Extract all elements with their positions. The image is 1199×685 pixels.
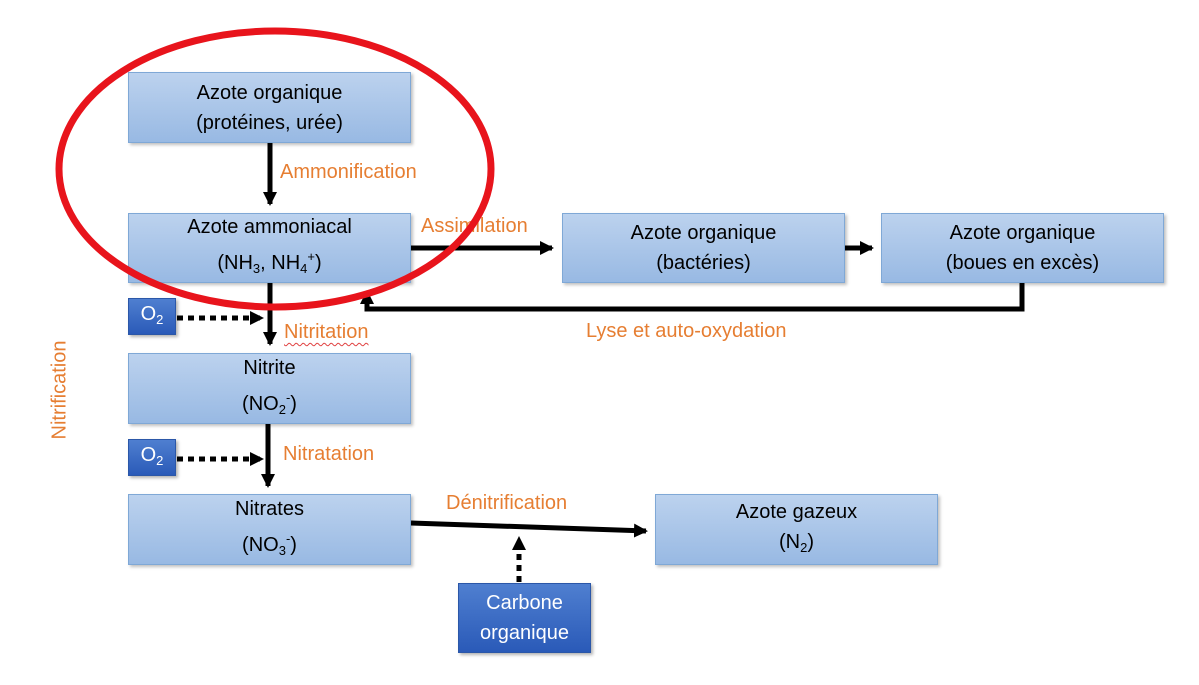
no2-subscript: 2 — [278, 401, 286, 417]
box-organic-nitrogen: Azote organique (protéines, urée) — [128, 72, 411, 143]
box-nitrates: Nitrates (NO3-) — [128, 494, 411, 565]
no3-suffix: ) — [290, 533, 297, 556]
box-bacteria-line1: Azote organique — [630, 222, 777, 244]
box-ammoniacal-nitrogen: Azote ammoniacal (NH3, NH4+) — [128, 213, 411, 283]
no3-subscript: 3 — [278, 542, 286, 558]
box-organic-nitrogen-line1: Azote organique — [196, 81, 343, 104]
box-nitrates-line1: Nitrates — [235, 497, 304, 520]
arrow-lysis — [360, 283, 1025, 312]
no2-superscript: - — [285, 389, 291, 405]
o2-1-prefix: O — [140, 302, 157, 325]
box-nitrite-line1: Nitrite — [243, 356, 296, 379]
box-organic-nitrogen-line2: (protéines, urée) — [196, 111, 343, 134]
o2-1-subscript: 2 — [156, 311, 164, 327]
nh3-prefix: (NH — [217, 252, 253, 274]
n2-subscript: 2 — [800, 539, 808, 555]
nh4-superscript: + — [307, 249, 315, 264]
box-sludge-nitrogen: Azote organique (boues en excès) — [881, 213, 1164, 283]
n2-prefix: (N — [778, 530, 801, 553]
no3-prefix: (NO — [242, 533, 279, 556]
box-sludge-line2: (boues en excès) — [945, 252, 1100, 274]
label-nitritation: Nitritation — [284, 321, 369, 343]
no3-superscript: - — [285, 530, 291, 546]
box-bacteria-nitrogen: Azote organique (bactéries) — [562, 213, 845, 283]
oxygen-1-formula: O2 — [141, 299, 164, 335]
nh4-prefix: , NH — [260, 252, 301, 274]
box-organic-carbon: Carbone organique — [458, 583, 591, 653]
box-nitrite-line2: (NO2-) — [242, 383, 297, 425]
box-sludge-line1: Azote organique — [949, 222, 1096, 244]
arrow-denitrification — [410, 520, 648, 538]
label-ammonification: Ammonification — [280, 161, 417, 183]
label-denitrification: Dénitrification — [446, 492, 568, 514]
label-nitrification: Nitrification — [48, 340, 71, 440]
box-oxygen-1: O2 — [128, 298, 176, 335]
box-nitrates-line2: (NO3-) — [242, 524, 297, 566]
box-carbon-line1: Carbone — [486, 592, 563, 614]
no2-suffix: ) — [290, 392, 297, 415]
o2-2-subscript: 2 — [156, 452, 164, 468]
box-ammoniacal-line2: (NH3, NH4+) — [217, 242, 321, 284]
n2-suffix: ) — [807, 530, 814, 553]
label-nitratation: Nitratation — [283, 443, 375, 465]
box-gaseous-line2: (N2) — [779, 527, 814, 563]
no2-prefix: (NO — [242, 392, 279, 415]
box-gaseous-nitrogen: Azote gazeux (N2) — [655, 494, 938, 565]
box-carbon-line2: organique — [480, 622, 569, 644]
box-ammoniacal-line1: Azote ammoniacal — [187, 216, 352, 238]
box-nitrite: Nitrite (NO2-) — [128, 353, 411, 424]
nh4-suffix: ) — [314, 252, 322, 274]
o2-2-prefix: O — [140, 443, 157, 466]
box-gaseous-line1: Azote gazeux — [735, 500, 858, 523]
label-assimilation: Assimilation — [421, 215, 528, 237]
oxygen-2-formula: O2 — [141, 440, 164, 476]
box-oxygen-2: O2 — [128, 439, 176, 476]
box-bacteria-line2: (bactéries) — [656, 252, 751, 274]
label-lysis: Lyse et auto-oxydation — [586, 320, 787, 342]
